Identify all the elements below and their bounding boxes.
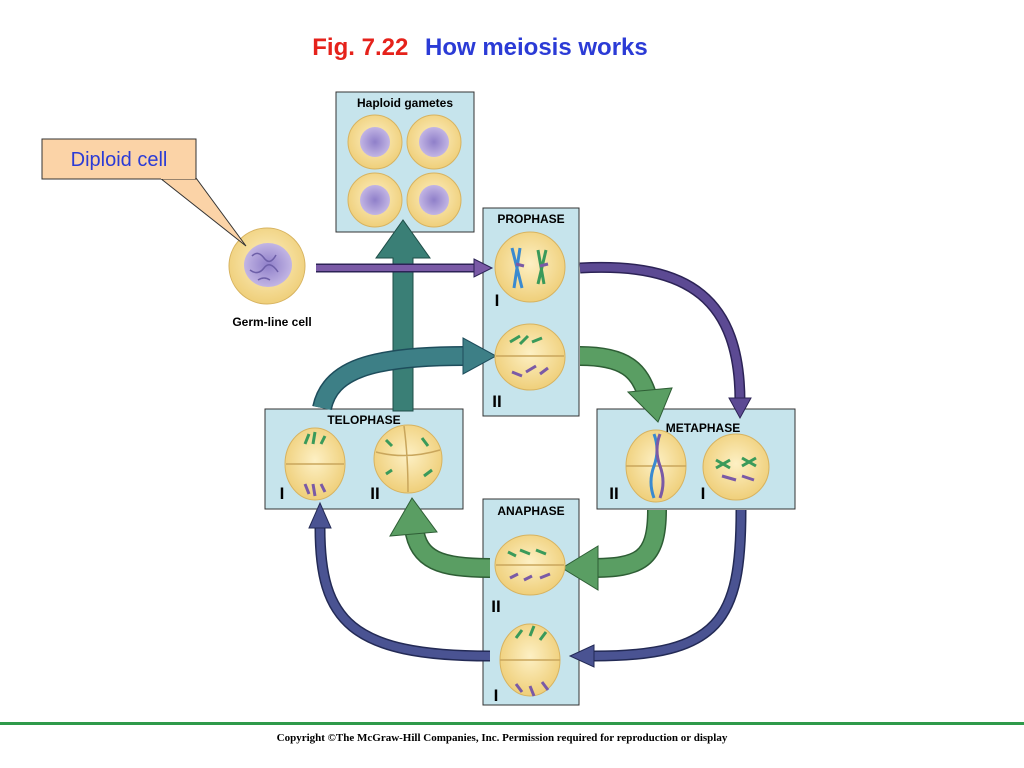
telophase-label: TELOPHASE — [327, 413, 400, 427]
gamete-cell — [347, 114, 403, 170]
anaphase-i-cell — [499, 623, 561, 697]
teal-curve-arrow — [313, 347, 466, 411]
telophase-ii-cell — [373, 424, 443, 494]
figure-title: Fig. 7.22 How meiosis works — [0, 34, 960, 62]
gamete-cell — [406, 114, 462, 170]
figure-number: Fig. 7.22 — [312, 34, 409, 61]
callout-label: Diploid cell — [71, 149, 168, 171]
anaphase-label: ANAPHASE — [497, 504, 564, 518]
gamete-cell — [406, 172, 462, 228]
metaphase-ii-cell — [625, 429, 687, 503]
figure-title-text: How meiosis works — [424, 34, 648, 61]
metaphase1-to-anaphase1-arrow — [593, 509, 745, 660]
haploid-gametes-label: Haploid gametes — [357, 96, 453, 110]
anaphase-roman-ii: II — [491, 597, 500, 616]
footer-divider — [0, 722, 1024, 725]
teal-arrowhead — [462, 337, 498, 375]
metaphase-i-cell — [702, 433, 770, 501]
up-arrow-to-gametes — [375, 219, 431, 412]
telophase-roman-ii: II — [370, 484, 379, 503]
callout-box — [41, 138, 197, 180]
prophase-i-cell — [494, 231, 566, 303]
anaphase-roman-i: I — [494, 686, 499, 705]
metaphase-label: METAPHASE — [666, 421, 740, 435]
anaphase-to-telophase-arrow — [405, 526, 491, 577]
prophase-ii-cell — [494, 323, 566, 391]
metaphase-roman-ii: II — [609, 484, 618, 503]
gamete-cell — [347, 172, 403, 228]
prophase-roman-i: I — [495, 291, 500, 310]
copyright-notice: Copyright ©The McGraw-Hill Companies, In… — [276, 732, 728, 744]
metaphase-to-anaphase-arrow — [589, 509, 666, 577]
metaphase-roman-i: I — [701, 484, 706, 503]
prophase-label: PROPHASE — [497, 212, 564, 226]
telophase-roman-i: I — [280, 484, 285, 503]
prophase-to-metaphase-arrow — [579, 263, 744, 403]
anaphase1-to-telophase1-arrow — [316, 527, 491, 660]
germ-line-cell-label: Germ-line cell — [232, 315, 311, 329]
prophase-roman-ii: II — [492, 392, 501, 411]
telophase-i-cell — [284, 427, 346, 501]
callout-pointer — [158, 177, 247, 247]
anaphase-ii-cell — [494, 534, 566, 596]
germ-line-cell — [228, 227, 306, 305]
